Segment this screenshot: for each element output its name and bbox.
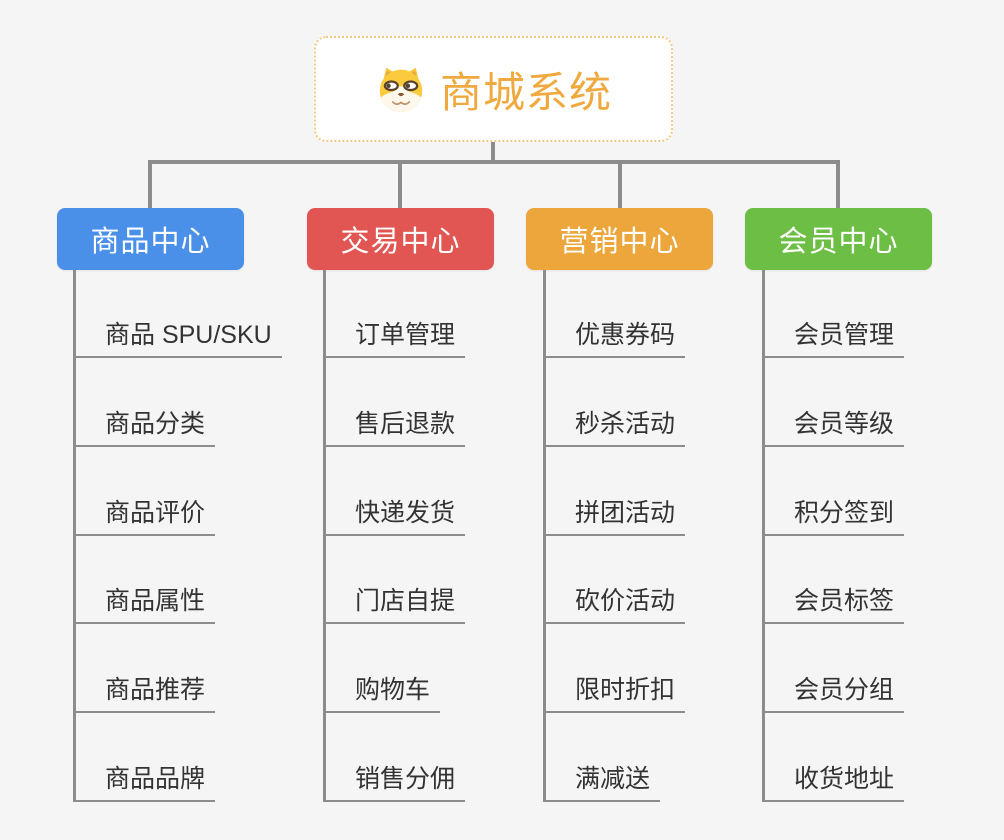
leaf-item[interactable]: 商品 SPU/SKU: [73, 316, 282, 358]
branch-drop-line: [836, 160, 840, 208]
leaf-item[interactable]: 拼团活动: [543, 494, 686, 536]
branch-drop-line: [148, 160, 152, 208]
leaf-item[interactable]: 会员等级: [762, 405, 905, 447]
branch-drop-line: [398, 160, 402, 208]
leaf-item[interactable]: 会员管理: [762, 316, 905, 358]
root-title: 商城系统: [439, 68, 612, 116]
leaf-item[interactable]: 会员标签: [762, 582, 905, 624]
leaf-item[interactable]: 限时折扣: [543, 671, 686, 713]
branch-bus-line: [148, 160, 840, 164]
root-node[interactable]: 商城系统: [314, 36, 673, 142]
branch-node-1[interactable]: 商品中心: [57, 208, 244, 270]
leaf-item[interactable]: 门店自提: [323, 582, 466, 624]
leaf-item[interactable]: 购物车: [323, 671, 441, 713]
leaf-item[interactable]: 满减送: [543, 760, 661, 802]
leaf-item[interactable]: 商品评价: [73, 494, 216, 536]
root-connector-stub: [491, 142, 495, 162]
branch-node-3[interactable]: 营销中心: [526, 208, 713, 270]
leaf-item[interactable]: 销售分佣: [323, 760, 466, 802]
leaf-item[interactable]: 商品属性: [73, 582, 216, 624]
leaf-item[interactable]: 会员分组: [762, 671, 905, 713]
leaf-item[interactable]: 砍价活动: [543, 582, 686, 624]
leaf-item[interactable]: 商品分类: [73, 405, 216, 447]
branch-node-2[interactable]: 交易中心: [307, 208, 494, 270]
leaf-item[interactable]: 收货地址: [762, 760, 905, 802]
leaf-item[interactable]: 商品推荐: [73, 671, 216, 713]
leaf-item[interactable]: 积分签到: [762, 494, 905, 536]
branch-drop-line: [618, 160, 622, 208]
branch-node-4[interactable]: 会员中心: [745, 208, 932, 270]
leaf-item[interactable]: 订单管理: [323, 316, 466, 358]
dog-face-icon: [375, 65, 427, 113]
leaf-item[interactable]: 优惠券码: [543, 316, 686, 358]
leaf-item[interactable]: 售后退款: [323, 405, 466, 447]
leaf-item[interactable]: 快递发货: [323, 494, 466, 536]
leaf-item[interactable]: 商品品牌: [73, 760, 216, 802]
leaf-item[interactable]: 秒杀活动: [543, 405, 686, 447]
